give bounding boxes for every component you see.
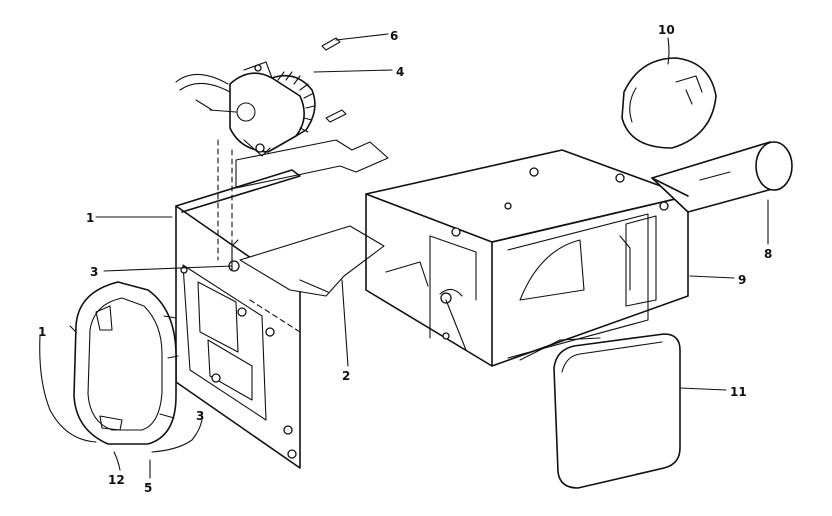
plate-part-2	[235, 139, 389, 297]
callout-9: 9	[738, 273, 746, 287]
callout-labels: 1 3 2 4 6 10 8 9 11 12 5 1 3	[38, 23, 772, 495]
callout-3-spring: 3	[196, 409, 204, 423]
callout-11: 11	[730, 385, 747, 399]
callout-3: 3	[90, 265, 98, 279]
lamp-ring-part	[69, 281, 179, 445]
leader-lines	[95, 37, 769, 479]
callout-10: 10	[658, 23, 675, 37]
callout-2: 2	[342, 369, 350, 383]
housing-box-part	[365, 149, 689, 367]
front-cover-part	[553, 333, 681, 489]
callout-8: 8	[764, 247, 772, 261]
tube-part	[651, 141, 793, 213]
wire-clip-part	[39, 335, 203, 453]
screw-part-6	[321, 33, 389, 123]
round-lens-part	[621, 57, 717, 149]
callout-6: 6	[390, 29, 398, 43]
callout-4: 4	[396, 65, 404, 79]
callout-5: 5	[144, 481, 152, 495]
callout-12: 12	[108, 473, 125, 487]
callout-1: 1	[86, 211, 94, 225]
motor-part	[175, 61, 316, 157]
callout-1-spring: 1	[38, 325, 46, 339]
